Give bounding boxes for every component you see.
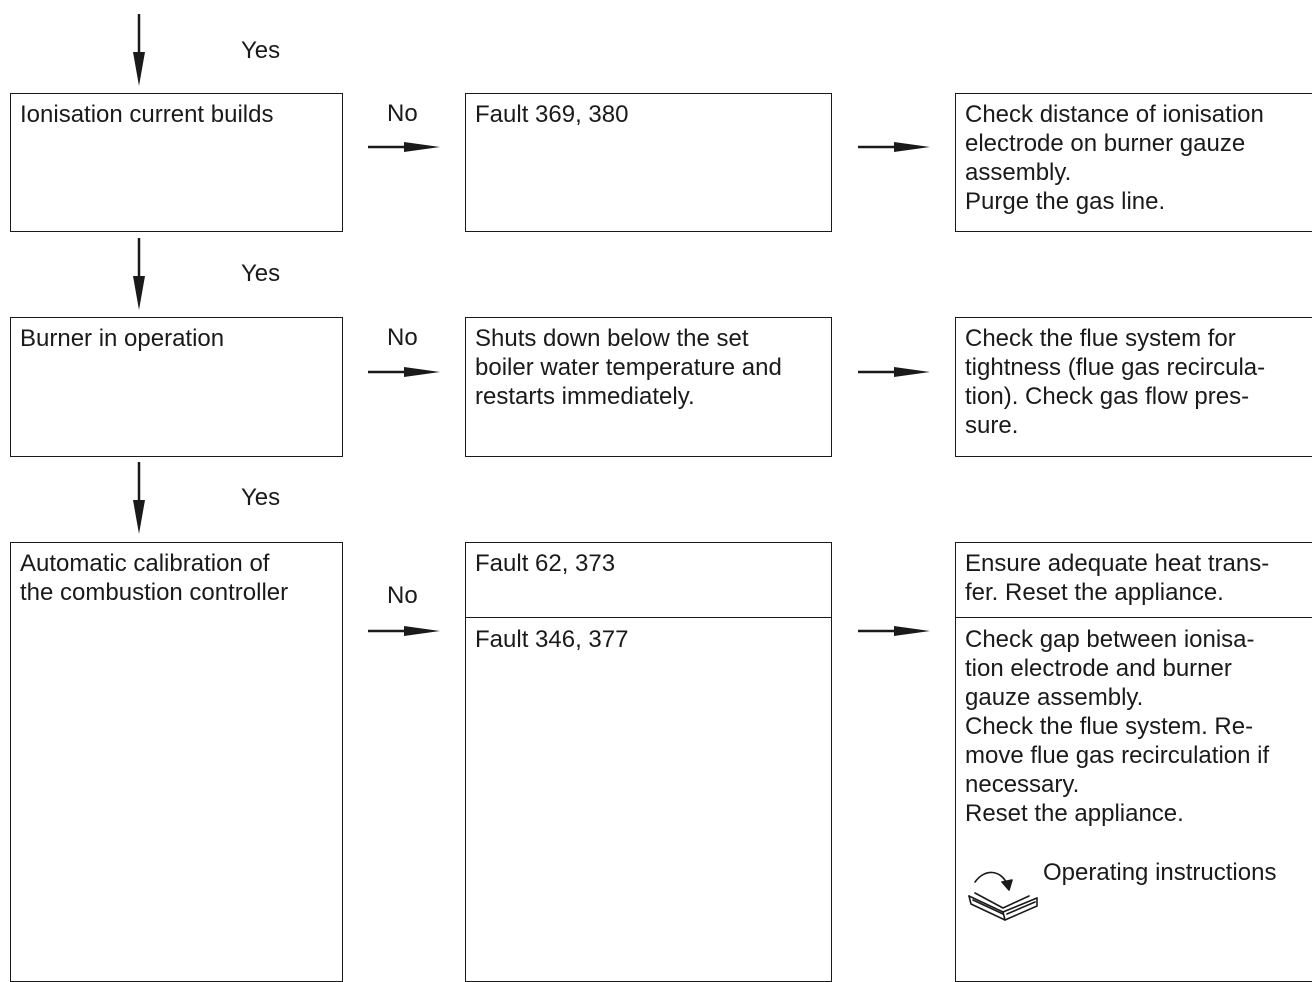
down-arrow-1 (133, 14, 145, 86)
remedy-section-a: Ensure adequate heat trans- fer. Reset t… (956, 543, 1312, 607)
yes-label-3: Yes (241, 484, 281, 511)
condition-box-1: Ionisation current builds (10, 93, 343, 232)
condition-box-3: Automatic calibration of the combustion … (10, 542, 343, 982)
no-label-3: No (387, 582, 418, 609)
condition-text: Burner in operation (20, 325, 225, 352)
fault-text: Fault 369, 380 (475, 101, 629, 128)
condition-text: Automatic calibration of the combustion … (20, 550, 289, 606)
right-arrow-remedy-1 (858, 142, 930, 152)
down-arrow-2 (133, 238, 145, 310)
fault-box-3: Fault 62, 373 Fault 346, 377 (465, 542, 832, 982)
remedy-section-b: Check gap between ionisa- tion electrode… (956, 619, 1269, 828)
right-arrow-remedy-2 (858, 367, 930, 377)
down-arrow-3 (133, 462, 145, 534)
remedy-text: Check the flue system for tightness (flu… (965, 325, 1266, 439)
no-label-2: No (387, 324, 418, 351)
remedy-text-a: Ensure adequate heat trans- fer. Reset t… (965, 550, 1270, 606)
remedy-box-1: Check distance of ionisation electrode o… (955, 93, 1312, 232)
fault-text-a: Fault 62, 373 (475, 550, 616, 577)
reference-row: Operating instructions (965, 858, 1312, 921)
fault-box-2: Shuts down below the set boiler water te… (465, 317, 832, 457)
no-label-1: No (387, 100, 418, 127)
fault-box-1: Fault 369, 380 (465, 93, 832, 232)
fault-divider (466, 617, 831, 618)
reference-label: Operating instructions (1043, 859, 1277, 886)
remedy-divider (956, 617, 1312, 618)
right-arrow-remedy-3 (858, 626, 930, 636)
right-arrow-no-1 (368, 142, 440, 152)
remedy-text: Check distance of ionisation electrode o… (965, 101, 1264, 215)
right-arrow-no-2 (368, 367, 440, 377)
fault-section-a: Fault 62, 373 (466, 543, 831, 611)
fault-section-b: Fault 346, 377 (466, 619, 628, 654)
condition-text: Ionisation current builds (20, 101, 274, 128)
fault-text: Shuts down below the set boiler water te… (475, 325, 782, 410)
yes-label-1: Yes (241, 37, 281, 64)
remedy-box-2: Check the flue system for tightness (flu… (955, 317, 1312, 457)
condition-box-2: Burner in operation (10, 317, 343, 457)
book-icon (968, 871, 1038, 921)
remedy-box-3: Ensure adequate heat trans- fer. Reset t… (955, 542, 1312, 982)
yes-label-2: Yes (241, 260, 281, 287)
remedy-text-b: Check gap between ionisa- tion electrode… (965, 626, 1270, 827)
right-arrow-no-3 (368, 626, 440, 636)
fault-text-b: Fault 346, 377 (475, 626, 629, 653)
